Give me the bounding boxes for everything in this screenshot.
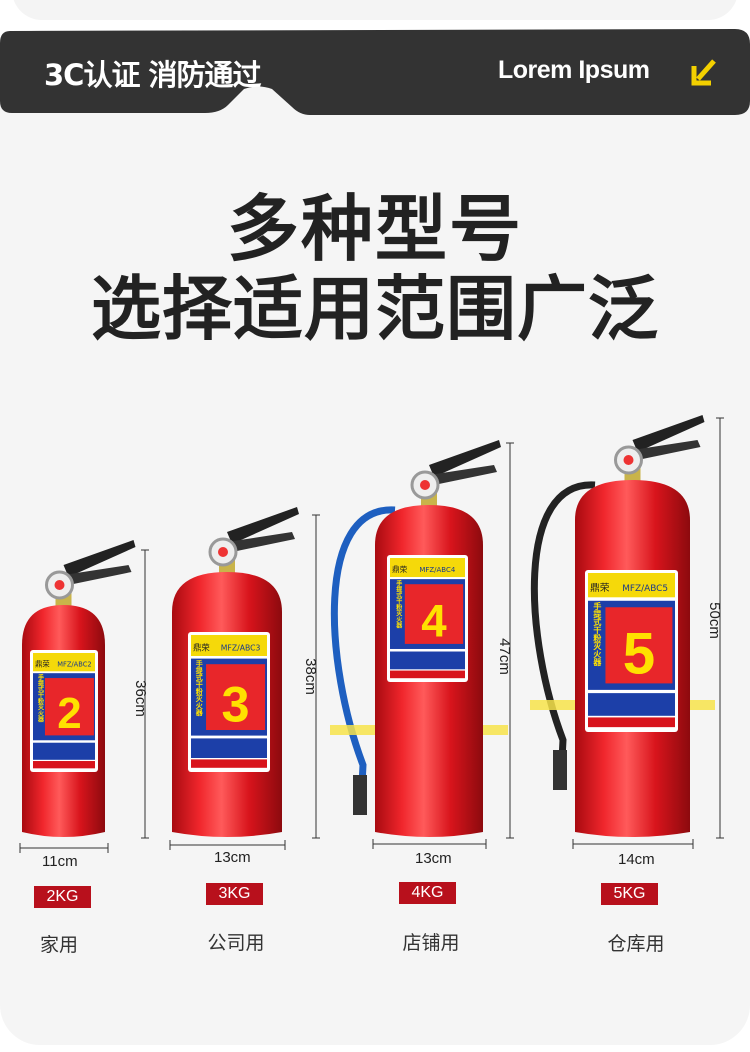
weight-badge: 3KG bbox=[206, 883, 263, 905]
label-info bbox=[33, 742, 95, 760]
label-type-line: 手提式干粉灭火器 bbox=[394, 580, 402, 629]
handle-lever bbox=[429, 440, 501, 477]
extinguisher-5kg: 鼎荣 MFZ/ABC5 5 bbox=[530, 415, 724, 849]
label-size-number: 4 bbox=[421, 595, 447, 646]
nozzle bbox=[553, 750, 567, 790]
label-info bbox=[191, 738, 267, 758]
handle-grip bbox=[429, 465, 497, 485]
headline-line1: 多种型号 bbox=[226, 187, 523, 271]
handle-lever bbox=[63, 540, 136, 577]
extinguisher-3kg: 鼎荣 MFZ/ABC3 3 bbox=[169, 507, 320, 850]
handle-grip bbox=[227, 532, 295, 552]
label-brand: 鼎荣 bbox=[590, 582, 610, 594]
label-size-number: 5 bbox=[623, 622, 655, 687]
label-footer bbox=[588, 717, 675, 728]
handle-grip bbox=[63, 565, 132, 585]
label-model: MFZ/ABC4 bbox=[419, 566, 455, 574]
label-red-panel bbox=[44, 678, 94, 736]
label-header bbox=[191, 635, 267, 656]
gauge-center bbox=[218, 547, 228, 557]
height-label: 47cm bbox=[495, 638, 513, 675]
use-case-label: 家用 bbox=[39, 934, 78, 956]
label-model: MFZ/ABC2 bbox=[57, 660, 92, 668]
gauge-center bbox=[623, 455, 634, 465]
label-header bbox=[33, 653, 95, 672]
label-brand: 鼎荣 bbox=[392, 564, 408, 574]
label-size-number: 2 bbox=[57, 689, 81, 738]
label-type-line: 手提式干粉灭火器 bbox=[592, 602, 602, 667]
label-model: MFZ/ABC5 bbox=[622, 584, 668, 594]
label-info bbox=[390, 651, 465, 670]
height-label: 36cm bbox=[131, 680, 149, 717]
width-label: 13cm bbox=[415, 850, 452, 867]
label-footer bbox=[33, 761, 95, 769]
weight-badge: 4KG bbox=[399, 882, 456, 904]
extinguisher-4kg: 鼎荣 MFZ/ABC4 4 bbox=[330, 440, 514, 849]
banner-certification-text: 3C认证 消防通过 bbox=[44, 58, 262, 92]
top-card-edge bbox=[12, 0, 738, 20]
certification-banner bbox=[0, 29, 750, 117]
label-footer bbox=[191, 759, 267, 768]
hose bbox=[530, 481, 596, 781]
headline-line2: 选择适用范围广泛 bbox=[91, 268, 659, 350]
label-model: MFZ/ABC3 bbox=[221, 643, 261, 652]
extinguisher-2kg: 鼎荣 MFZ/ABC2 2 bbox=[19, 540, 149, 853]
label-footer bbox=[390, 670, 465, 679]
label-type-line: 手提式干粉灭火器 bbox=[195, 660, 204, 716]
handle-lever bbox=[227, 507, 299, 544]
width-label: 11cm bbox=[42, 853, 78, 870]
weight-badge: 5KG bbox=[601, 883, 658, 905]
label-type-line: 手提式干粉灭火器 bbox=[36, 674, 44, 723]
width-label: 14cm bbox=[618, 851, 655, 868]
label-brand: 鼎荣 bbox=[35, 659, 50, 668]
height-label: 50cm bbox=[705, 602, 723, 639]
gauge-center bbox=[54, 580, 65, 590]
use-case-label: 店铺用 bbox=[402, 932, 460, 954]
height-label: 38cm bbox=[301, 658, 319, 695]
use-case-label: 仓库用 bbox=[607, 933, 665, 955]
gauge-center bbox=[420, 480, 430, 490]
label-red-panel bbox=[605, 607, 673, 684]
nozzle bbox=[353, 775, 367, 815]
weight-badge: 2KG bbox=[34, 886, 91, 908]
handle-lever bbox=[632, 415, 705, 452]
hose bbox=[330, 506, 396, 806]
label-header bbox=[390, 558, 465, 578]
arrow-down-left-icon bbox=[691, 59, 716, 86]
handle-grip bbox=[632, 440, 701, 460]
label-red-panel bbox=[206, 664, 266, 730]
label-size-number: 3 bbox=[222, 676, 250, 733]
width-label: 13cm bbox=[214, 849, 251, 866]
label-red-panel bbox=[404, 584, 464, 644]
banner-shape bbox=[0, 29, 750, 115]
label-header bbox=[588, 573, 675, 598]
banner-lorem-text: Lorem Ipsum bbox=[498, 56, 650, 84]
label-info bbox=[588, 693, 675, 716]
use-case-label: 公司用 bbox=[207, 932, 265, 954]
label-brand: 鼎荣 bbox=[193, 642, 210, 652]
